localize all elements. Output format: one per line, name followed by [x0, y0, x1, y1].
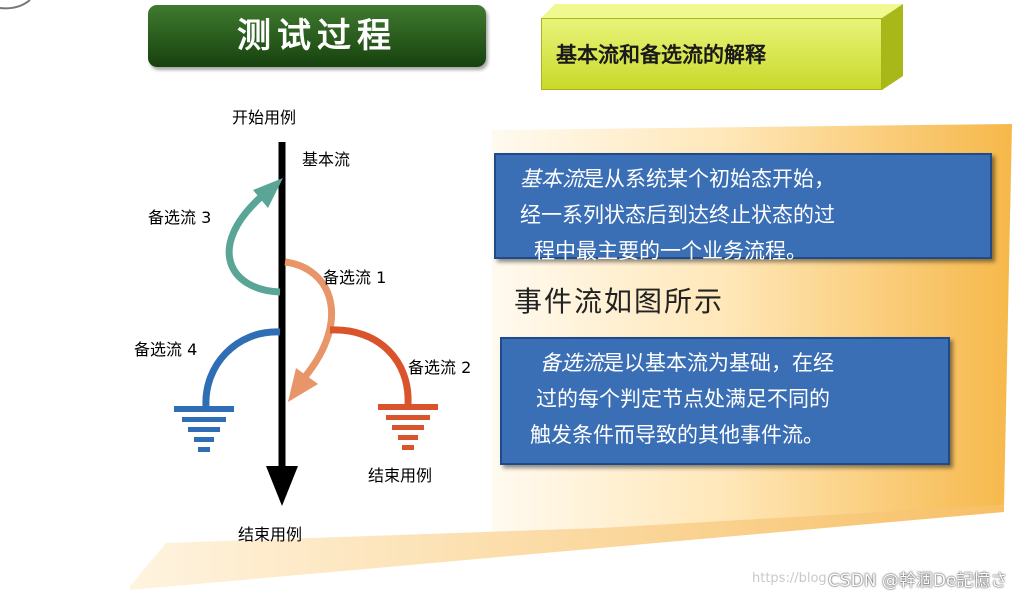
alt-flow-4-label: 备选流 4: [134, 340, 198, 359]
alt-flow-1-arrowhead: [288, 368, 318, 402]
corner-fragment: [0, 0, 31, 10]
basic-flow-line-2: 经一系列状态后到达终止状态的过: [520, 203, 835, 227]
main-flow-arrowhead: [266, 466, 298, 506]
bottom-ramp: [130, 505, 1004, 590]
alt-flow-4-curve: [202, 328, 281, 407]
basic-flow-line-3: 程中最主要的一个业务流程。: [534, 239, 807, 263]
alt-flow-3-arrowhead: [253, 178, 283, 208]
alt-flow-line-2: 过的每个判定节点处满足不同的: [536, 387, 830, 411]
subtitle-box-3d: [541, 4, 903, 90]
alt-flow-2-curve: [329, 326, 412, 405]
basic-flow-label: 基本流: [302, 150, 351, 169]
side-end-case-label: 结束用例: [368, 466, 433, 485]
alt-flow-term: 备选流: [540, 351, 603, 375]
end-ground-orange: [378, 404, 438, 450]
watermark-author: CSDN @幹涸De記憶さ: [828, 571, 1008, 591]
start-case-label: 开始用例: [232, 108, 297, 127]
watermark-url: https://blog: [752, 571, 827, 586]
alt-flow-1-curve: [284, 258, 335, 381]
basic-flow-line-1-text: 是从系统某个初始态开始，: [583, 167, 835, 191]
title-banner: 测试过程: [148, 5, 486, 67]
alt-flow-line-1: 备选流是以基本流为基础，在经: [530, 345, 934, 381]
alt-flow-3-curve: [225, 193, 281, 296]
basic-flow-term: 基本流: [520, 167, 583, 191]
alt-flow-line-1-text: 是以基本流为基础，在经: [603, 351, 834, 375]
alt-flow-1-label: 备选流 1: [323, 268, 387, 287]
subtitle-box-label: 基本流和备选流的解释: [541, 18, 882, 90]
subtitle-box: 基本流和备选流的解释: [541, 4, 903, 90]
alt-flow-3-label: 备选流 3: [148, 208, 212, 227]
main-end-case-label: 结束用例: [238, 525, 303, 544]
alt-flow-line-3: 触发条件而导致的其他事件流。: [530, 423, 824, 447]
basic-flow-line-1: 基本流是从系统某个初始态开始，: [520, 161, 976, 197]
event-flow-caption: 事件流如图所示: [514, 285, 725, 318]
basic-flow-definition-box: 基本流是从系统某个初始态开始， 经一系列状态后到达终止状态的过 程中最主要的一个…: [494, 153, 992, 263]
alt-flow-definition-box: 备选流是以基本流为基础，在经 过的每个判定节点处满足不同的 触发条件而导致的其他…: [500, 337, 950, 465]
alt-flow-2-label: 备选流 2: [408, 358, 472, 377]
end-ground-blue: [174, 406, 234, 452]
